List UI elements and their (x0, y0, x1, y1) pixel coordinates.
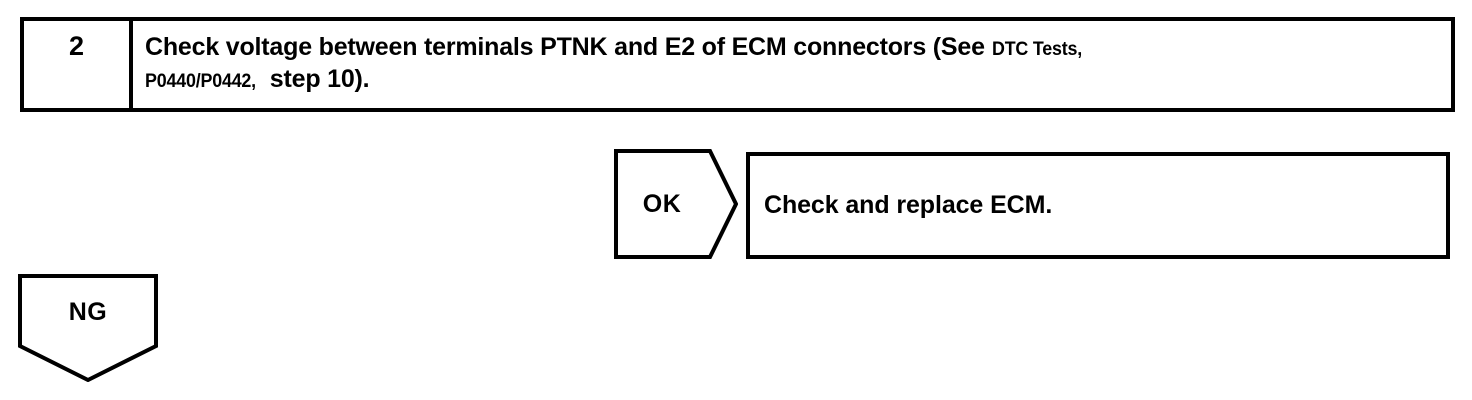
instruction-text-main: Check voltage between terminals PTNK and… (145, 33, 992, 61)
instruction-line-2: P0440/P0442, step 10). (145, 64, 1443, 96)
instruction-reference-step: step 10). (263, 64, 370, 93)
branch-label-ok: OK (642, 189, 682, 218)
step-row: 2 Check voltage between terminals PTNK a… (20, 17, 1455, 112)
branch-connector-ng: NG (18, 274, 158, 382)
result-text-ok: Check and replace ECM. (764, 191, 1053, 219)
instruction-reference-dtc-tests: DTC Tests, (991, 39, 1082, 60)
down-pointing-pentagon-icon (18, 274, 158, 382)
step-number: 2 (68, 31, 85, 61)
result-box-ok: Check and replace ECM. (746, 152, 1450, 259)
branch-connector-ok: OK (614, 149, 738, 259)
step-number-cell: 2 (24, 21, 133, 108)
branch-label-ng: NG (68, 297, 108, 326)
instruction-reference-dtc-codes: P0440/P0442, (145, 70, 256, 92)
step-instruction-cell: Check voltage between terminals PTNK and… (133, 21, 1451, 108)
instruction-line-1: Check voltage between terminals PTNK and… (145, 32, 1443, 64)
right-pointing-pentagon-icon (614, 149, 738, 259)
